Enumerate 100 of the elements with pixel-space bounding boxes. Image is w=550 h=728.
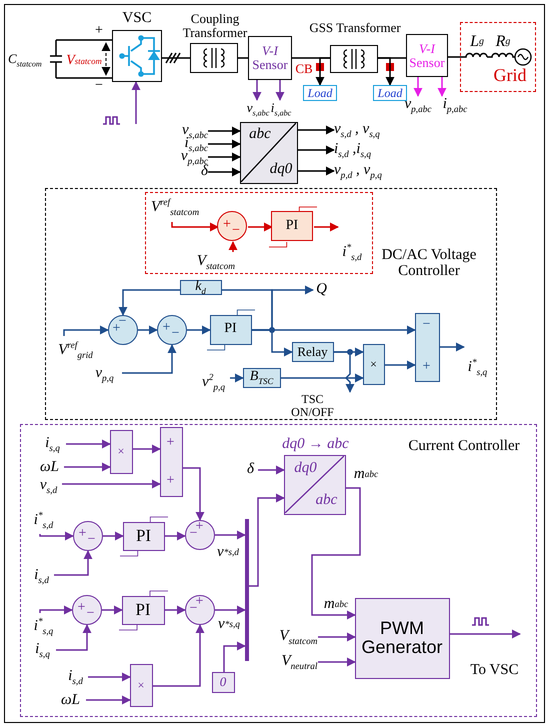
signal-arrow: [248, 222, 273, 232]
relay-block: [292, 342, 334, 362]
pwm-generator-block: [354, 598, 450, 678]
signal-arrow: [122, 344, 176, 374]
block-label: PWM Generator: [360, 619, 444, 657]
block-label: PI: [286, 218, 298, 234]
signal-arrow: [440, 342, 465, 352]
signal-arrow: [54, 550, 92, 576]
signal-arrow: [378, 57, 394, 86]
signal-arrow: [249, 494, 285, 587]
signal-arrow: [56, 624, 92, 651]
signal-label: V$_{statcom}$: [196, 254, 235, 270]
signal-arrow: [230, 374, 244, 382]
signal-label: Q: [316, 282, 327, 298]
signal-arrow: [118, 289, 180, 316]
signal-label: TSC ON/OFF: [290, 392, 335, 418]
connection-line: [222, 289, 273, 331]
block-label: PI: [224, 322, 237, 337]
sum-junction: [184, 520, 214, 550]
signal-arrow: [281, 374, 364, 382]
signal-arrow: [334, 351, 354, 393]
signal-arrow: [39, 532, 74, 540]
block-label: dq0: [293, 460, 318, 478]
signal-label: v$_{s,abc}$: [182, 122, 208, 138]
sign-label: −: [422, 318, 432, 334]
connection-line: [162, 57, 190, 59]
signal-arrow: [298, 126, 335, 134]
signal-arrow: [318, 632, 356, 642]
multiplier-block: [362, 344, 384, 384]
signal-arrow: [311, 487, 361, 620]
signal-label: ωL: [61, 692, 80, 708]
sign-label: +: [78, 528, 88, 542]
block-label: dq0: [268, 161, 294, 179]
group-title: DC/AC Voltage Controller: [380, 246, 478, 281]
signal-label: V$_{statcom}$: [279, 628, 318, 644]
sign-label: +: [112, 322, 122, 336]
signal-label: v$_{s,d}$ , v$_{s,q}$: [334, 122, 380, 138]
component-label: C$_{statcom}$: [8, 52, 42, 66]
signal-arrow: [183, 467, 204, 521]
block-label: V-I Sensor: [408, 42, 446, 70]
signal-arrow: [187, 326, 211, 334]
signal-arrow: [153, 624, 204, 687]
signal-label: v$_{s,d}$: [40, 478, 58, 494]
block-title: dq0 → abc: [281, 436, 350, 454]
pi-block: [122, 522, 164, 550]
sign-label: −: [118, 316, 128, 330]
group-title: Current Controller: [407, 437, 521, 456]
sign-label: +: [196, 520, 204, 534]
signal-arrow: [223, 642, 246, 672]
pi-block: [210, 314, 252, 344]
load-box: [303, 85, 337, 101]
signal-arrow: [102, 606, 123, 614]
signal-label: ωL: [40, 460, 59, 476]
block-label: Relay: [297, 344, 328, 358]
block-label: 0: [220, 675, 226, 689]
signal-label: i$_{p,abc}$: [442, 97, 468, 113]
signal-label: δ: [201, 164, 208, 180]
signal-label: i$_{s,abc}$: [270, 101, 292, 115]
block-label: Grid: [492, 64, 528, 87]
sign-label: +: [166, 474, 176, 490]
signal-label: v$_{s,abc}$: [246, 101, 270, 115]
block-label: ×: [370, 358, 377, 370]
signal-label: i$_{s,d}$: [34, 568, 49, 584]
signal-arrow: [133, 444, 161, 454]
block-label: B$_{TSC}$: [250, 370, 274, 385]
signal-arrow: [132, 81, 140, 124]
sign-label: −: [231, 224, 241, 238]
signal-arrow: [165, 532, 186, 540]
signal-arrow: [103, 532, 124, 540]
signal-arrow: [208, 126, 241, 136]
multiplier-block: [130, 664, 152, 706]
signal-arrow: [171, 222, 219, 232]
block-title: Coupling Transformer: [182, 10, 248, 42]
block-label: Load: [308, 86, 332, 100]
sign-label: +: [422, 360, 432, 376]
signal-arrow: [215, 530, 246, 540]
sign-label: −: [86, 534, 96, 548]
sum-junction: [108, 314, 138, 344]
transform-block: [240, 122, 298, 184]
block-label: V-I Sensor: [251, 44, 289, 72]
signal-arrow: [86, 696, 131, 704]
signal-arrow: [314, 222, 339, 232]
summing-block: [160, 426, 182, 496]
sign-label: +: [196, 596, 204, 610]
signal-arrow: [385, 360, 416, 370]
grid-boundary: [460, 22, 536, 92]
pi-block: [122, 596, 164, 624]
summing-block: [414, 312, 440, 382]
sign-label: −: [86, 608, 96, 622]
signal-arrow: [316, 57, 330, 86]
controller-boundary: [144, 192, 372, 274]
gain-block: [180, 280, 222, 294]
signal-arrow: [62, 480, 161, 488]
signal-arrow: [215, 606, 246, 614]
signal-arrow: [318, 658, 356, 666]
signal-arrow: [165, 606, 186, 614]
block-label: k$_{d}$: [195, 280, 206, 294]
polarity-sign: −: [94, 79, 104, 93]
block-label: PI: [135, 601, 151, 619]
signal-arrow: [66, 440, 111, 448]
